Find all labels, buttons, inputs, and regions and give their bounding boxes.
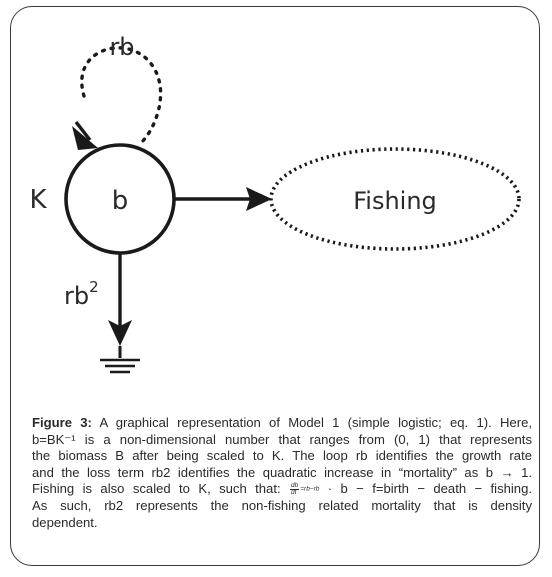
caption-line-1-text: A graphical representation of Model 1 (s… <box>99 415 532 430</box>
caption-line-1: Figure 3: A graphical representation of … <box>32 415 532 432</box>
caption-line-6: As such, rb2 represents the non-fishing … <box>32 498 532 514</box>
fishing-label: Fishing <box>353 187 437 215</box>
loss-arrow-head <box>108 320 132 346</box>
ground-sink-icon <box>100 346 140 374</box>
figure-frame <box>10 6 540 566</box>
caption-line-4: and the loss term rb2 identifies the qua… <box>32 464 532 480</box>
equation-small-term: =rb−rb <box>300 485 320 493</box>
fishing-ellipse <box>269 147 521 251</box>
caption-line-5-pre: Fishing is also scaled to K, such that: <box>32 481 281 497</box>
growth-loop-arc <box>80 46 163 146</box>
biomass-node-label: b <box>112 186 129 216</box>
figure-caption: Figure 3: A graphical representation of … <box>32 415 532 531</box>
growth-loop-arrowhead <box>72 126 98 150</box>
caption-line-3: the biomass B after being scaled to K. T… <box>32 448 532 464</box>
loss-label: rb2 <box>64 278 99 310</box>
figure-label: Figure 3: <box>32 415 92 430</box>
fishing-arrow-head <box>246 187 272 211</box>
caption-line-7: dependent. <box>32 514 98 530</box>
loss-label-base: rb <box>64 282 89 310</box>
caption-line-2: b=BK⁻¹ is a non-dimensional number that … <box>32 431 532 447</box>
diagram-canvas: rb b K Fishing rb2 <box>29 33 521 374</box>
caption-line-5: Fishing is also scaled to K, such that: … <box>32 481 532 498</box>
capacity-label: K <box>29 185 47 215</box>
loop-label: rb <box>109 33 134 61</box>
loss-label-exponent: 2 <box>89 278 99 296</box>
caption-line-5-post: · b − f=birth − death − fishing. <box>327 481 533 497</box>
model-diagram: rb b K Fishing rb2 <box>29 33 521 374</box>
